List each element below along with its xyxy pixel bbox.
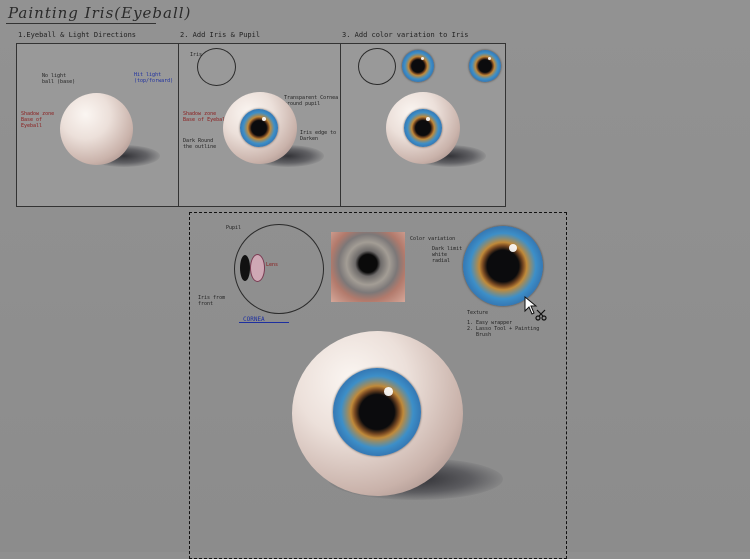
detail-cornea-shape (240, 255, 250, 281)
panel-2-iris (240, 109, 278, 147)
panel-1-label: 1.Eyeball & Light Directions (18, 31, 137, 39)
detail-note-texture-title: Texture (467, 310, 489, 316)
title-underline (6, 23, 156, 24)
panel-2-note-dark: Dark Round the outline (183, 138, 217, 150)
detail-note-cornea: CORNEA (243, 316, 265, 323)
panel-1-eyeball (60, 93, 133, 165)
detail-lens-shape (250, 254, 265, 282)
detail-note-iris-front: Iris from front (198, 295, 226, 307)
panel-2-note-iris-edge: Iris edge to Darken (300, 130, 337, 142)
detail-iris-closeup (463, 226, 543, 306)
panel-3-diagram (358, 48, 396, 85)
panel-1-note-top-b: Hit light (top/forward) (134, 72, 174, 84)
panel-3-iris-sample-1 (402, 50, 434, 82)
reference-iris-photo (331, 232, 405, 302)
panel-3-iris-sample-2 (469, 50, 501, 82)
detail-iris (333, 368, 421, 456)
panel-1-note-top-a: No light ball (base) (42, 73, 76, 85)
panel-2-label: 2. Add Iris & Pupil (180, 31, 261, 39)
cornea-underline (239, 322, 289, 323)
panel-2-diagram (197, 48, 236, 86)
detail-eye-diagram (234, 224, 324, 314)
panel-2-note-cornea: Transparent Cornea around pupil (284, 95, 339, 107)
panel-3-label: 3. Add color variation to Iris (342, 31, 469, 39)
panel-2-note-iris: Iris (190, 52, 203, 58)
detail-note-texture-list: 1. Easy wrapper 2. Lasso Tool + Painting… (467, 320, 540, 338)
panel-3-iris (404, 109, 442, 147)
panel-1-note-shadow: Shadow zone Base of Eyeball (21, 111, 55, 129)
detail-note-pupil: Pupil (226, 225, 242, 231)
scissors-icon (535, 309, 547, 321)
detail-note-dark-limit: Dark limit white radial (432, 246, 463, 264)
canvas-title: Painting Iris(Eyeball) (8, 4, 192, 22)
detail-note-lens: Lens (266, 262, 279, 268)
cursor-arrow-icon (524, 296, 538, 315)
detail-note-color-variation: Color variation (410, 236, 456, 242)
panel-2-note-shadow: Shadow zone Base of Eyeball (183, 111, 229, 123)
